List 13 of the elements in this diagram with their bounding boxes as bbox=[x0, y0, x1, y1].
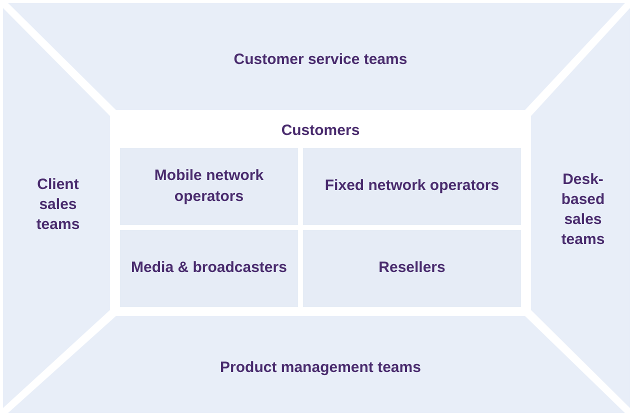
panel-label: Customer service teams bbox=[234, 50, 408, 70]
group-title: Customers bbox=[281, 120, 360, 141]
category-label: Mobile network operators bbox=[153, 166, 265, 206]
category-label: Media & broadcasters bbox=[131, 258, 287, 278]
category-label: Fixed network operators bbox=[324, 176, 500, 196]
panel-label: Client sales teams bbox=[35, 174, 81, 236]
panel-label: Product management teams bbox=[220, 358, 421, 378]
category-card bbox=[120, 148, 298, 225]
category-card bbox=[303, 148, 521, 225]
category-card bbox=[120, 230, 298, 307]
panel-label: Desk-based sales teams bbox=[560, 170, 606, 250]
category-label: Resellers bbox=[378, 258, 446, 278]
category-card bbox=[303, 230, 521, 307]
